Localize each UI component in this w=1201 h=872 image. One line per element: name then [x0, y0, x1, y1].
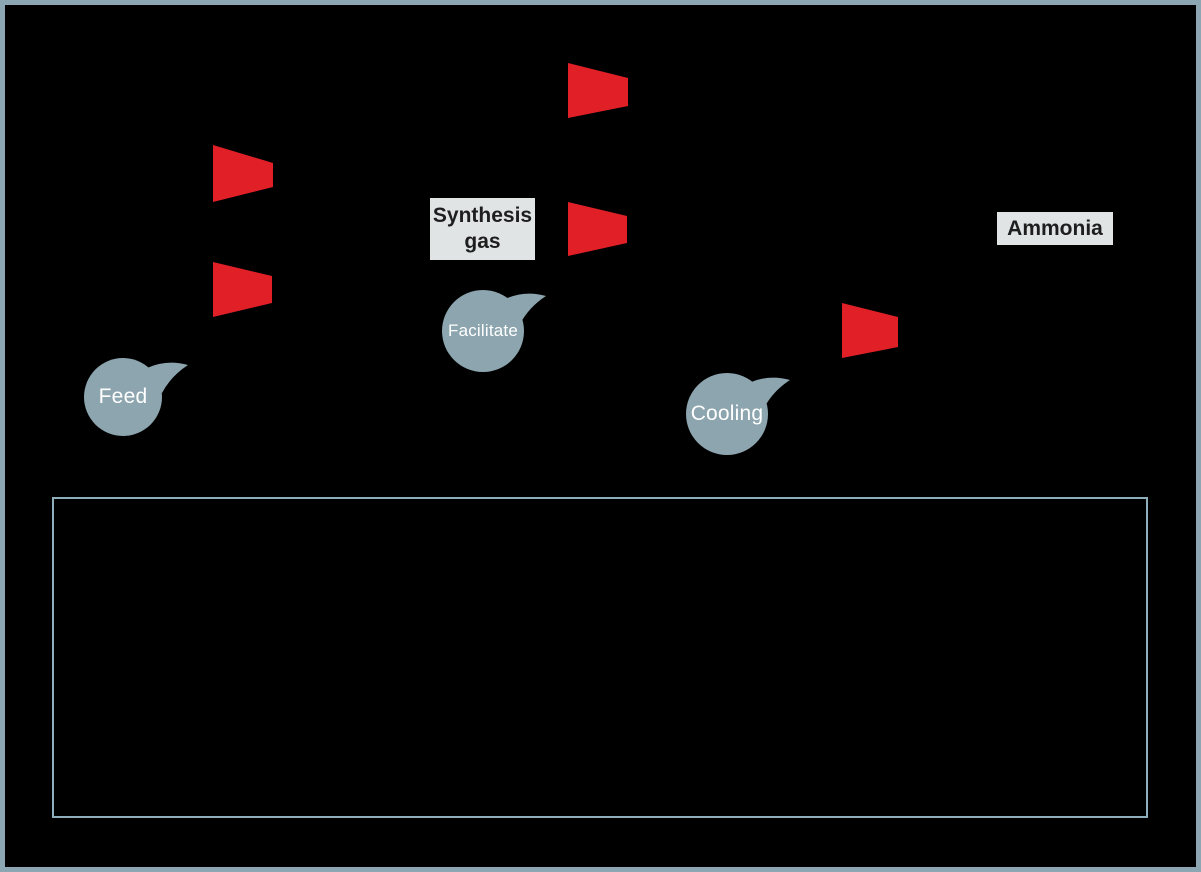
compressor-icon-1 [213, 145, 273, 202]
feed-callout-bubble: Feed [84, 358, 162, 436]
cooling-callout-bubble: Cooling [686, 373, 768, 455]
facilitate-callout-label: Facilitate [447, 321, 519, 341]
feed-callout-label: Feed [98, 384, 148, 408]
ammonia-label-text: Ammonia [1007, 216, 1103, 240]
compressor-icon-3 [568, 63, 628, 118]
synthesis-gas-label-text: Synthesis gas [432, 204, 533, 253]
compressor-icon-2 [213, 262, 272, 317]
synthesis-gas-label: Synthesis gas [430, 198, 535, 260]
compressor-icon-4 [568, 202, 627, 256]
ammonia-label: Ammonia [997, 212, 1113, 245]
compressor-icon-5 [842, 303, 898, 358]
detail-panel [52, 497, 1148, 818]
facilitate-callout-bubble: Facilitate [442, 290, 524, 372]
cooling-callout-label: Cooling [690, 401, 764, 425]
